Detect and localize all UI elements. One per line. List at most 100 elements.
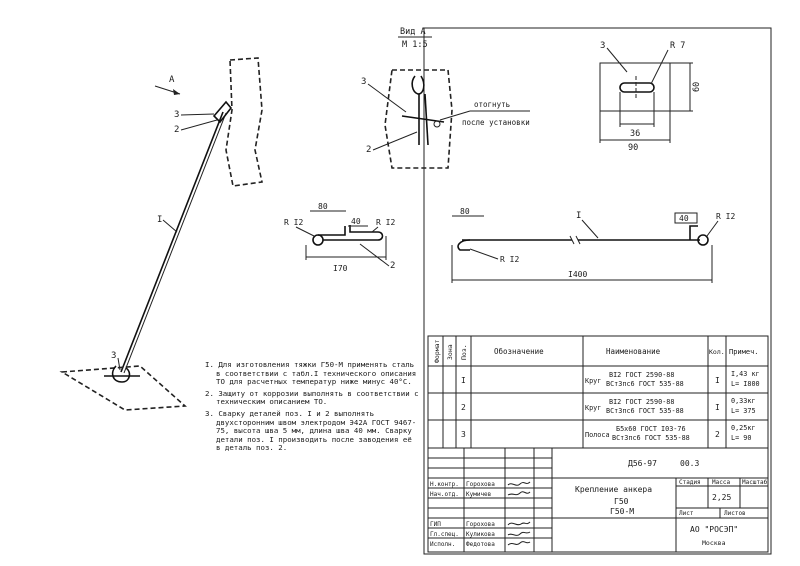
spec-r3-pos: 3 — [461, 430, 466, 439]
p1-label-1: I — [576, 211, 581, 221]
sign-role-5: Исполн. — [430, 541, 455, 548]
sign-role-0: Н.контр. — [430, 481, 459, 488]
p2-dim-40-text: 40 — [351, 217, 361, 226]
leader-side-2 — [180, 119, 218, 131]
p2-leader-2 — [359, 243, 390, 267]
spec-r3-name1: Б5х60 ГОСТ I03-76 — [616, 425, 686, 433]
spec-h-qty: Кол. — [709, 348, 725, 356]
p1-dim-1400-text: I400 — [568, 270, 587, 279]
p2-label-2: 2 — [390, 261, 395, 271]
plate-dim-slot: 36 — [630, 129, 640, 139]
spec-h-note: Примеч. — [729, 348, 759, 356]
stamp-stage-h: Стадия — [679, 479, 701, 486]
wall-bracket — [212, 100, 233, 124]
spec-r1-qty: I — [715, 376, 720, 385]
technical-notes: I. Для изготовления тяжки Г50-М применят… — [205, 360, 424, 456]
detail-pos1: 80 40 R I2 R I2 I I400 — [451, 207, 735, 283]
stamp-subtitle-2: Г50-М — [610, 507, 634, 516]
label-side-3: 3 — [174, 110, 179, 120]
plate-dim-h: 60 — [692, 82, 702, 92]
bend-note-2: после установки — [462, 118, 530, 127]
spec-table: Формат Зона Поз. Обозначение Наименовани… — [427, 335, 769, 449]
sign-role-3: ГИП — [430, 521, 441, 528]
p1-eye-right — [697, 234, 709, 246]
plate-leader-r — [650, 49, 669, 85]
stamp-city: Москва — [702, 539, 726, 547]
spec-h-zone: Зона — [446, 344, 454, 360]
leader-bottom-3 — [117, 357, 121, 371]
view-a-title: Вид А — [400, 27, 426, 37]
stamp-scale-h: Масштаб — [742, 479, 768, 486]
view-a-loop — [411, 75, 425, 95]
plate-detail: 3 R 7 60 36 90 — [599, 41, 702, 153]
note-2: 2. Защиту от коррозии выполнять в соотве… — [205, 388, 424, 407]
signature-5 — [507, 541, 531, 546]
spec-r3-qty: 2 — [715, 430, 720, 439]
title-block: Д56-97 00.3 Крепление анкера Г50 Г50-М С… — [427, 447, 769, 553]
p2-dim-r-left: R I2 — [284, 218, 303, 227]
spec-r3-note2: L= 90 — [731, 434, 751, 442]
view-a-pin — [433, 120, 441, 128]
stamp-subtitle-1: Г50 — [614, 497, 629, 506]
label-side-2: 2 — [174, 125, 179, 135]
signature-3 — [507, 521, 531, 526]
p1-dim-r-right: R I2 — [716, 212, 735, 221]
stamp-mass-h: Масса — [712, 479, 730, 486]
spec-h-pos: Поз. — [460, 344, 468, 360]
sign-role-4: Гл.спец. — [430, 531, 459, 538]
spec-r3-name2: ВСт3пс6 ГОСТ 535-88 — [612, 434, 690, 442]
leader-side-3 — [180, 113, 215, 116]
anchor-rod — [120, 111, 224, 373]
stamp-doc-part: 00.3 — [680, 459, 699, 468]
view-a-leader-2 — [372, 131, 418, 151]
p1-break-1 — [569, 235, 575, 245]
p1-leader-1 — [581, 219, 599, 239]
p2-dim-170-text: I70 — [333, 264, 348, 273]
spec-r2-prefix: Круг — [585, 404, 601, 412]
signature-1 — [507, 481, 531, 486]
signature-2 — [507, 491, 531, 496]
note-1: I. Для изготовления тяжки Г50-М применят… — [205, 360, 421, 387]
plate-dim-w: 90 — [628, 143, 638, 153]
wall-contour — [225, 57, 263, 187]
arrow-a-head — [173, 89, 180, 95]
p1-break-2 — [575, 235, 581, 245]
sign-name-5: Федотова — [466, 541, 495, 548]
spec-h-name: Наименование — [606, 347, 661, 356]
plate-slot — [619, 82, 655, 93]
p1-dim-40-box — [674, 212, 698, 224]
p1-dim-40-text: 40 — [679, 214, 689, 223]
p1-leader-r-low — [469, 248, 499, 260]
sign-name-1: Кумичев — [466, 491, 491, 498]
stamp-sheet-h: Лист — [679, 510, 694, 517]
side-view: А 3 2 I 3 — [59, 57, 263, 411]
view-a-label-2: 2 — [366, 145, 371, 155]
view-a-leader-3 — [367, 83, 407, 113]
p2-hook-right — [318, 226, 346, 236]
spec-r1-pos: I — [461, 376, 466, 385]
bend-note-1: отогнуть — [474, 100, 510, 109]
sign-name-0: Горохова — [466, 481, 495, 488]
stamp-frame — [427, 447, 769, 553]
spec-r2-qty: I — [715, 403, 720, 412]
leader-side-1 — [162, 219, 178, 233]
p2-dim-80-text: 80 — [318, 202, 328, 211]
bend-note-leader — [439, 110, 471, 121]
p1-hook-left — [457, 239, 471, 251]
note-3: 3. Сварку деталей поз. I и 2 выполнять д… — [205, 408, 417, 453]
spec-r1-name1: ВI2 ГОСТ 2590-88 — [609, 371, 674, 379]
sign-name-4: Куликова — [466, 531, 495, 538]
p1-leader-r-right — [706, 220, 719, 237]
label-bottom-3: 3 — [111, 351, 116, 361]
spec-r2-note1: 0,33кг — [731, 397, 756, 405]
p2-dim-r-right: R I2 — [376, 218, 395, 227]
stamp-org: АО "РОСЭП" — [690, 525, 738, 534]
stamp-mass: 2,25 — [712, 493, 731, 502]
spec-h-designation: Обозначение — [494, 347, 544, 356]
label-arrow-a: А — [169, 75, 175, 85]
p2-leader-r-right — [371, 226, 379, 233]
p2-leader-r-left — [295, 226, 315, 237]
ground-block — [59, 365, 187, 411]
detail-pos2: 80 40 R I2 R I2 I70 2 — [284, 202, 395, 273]
